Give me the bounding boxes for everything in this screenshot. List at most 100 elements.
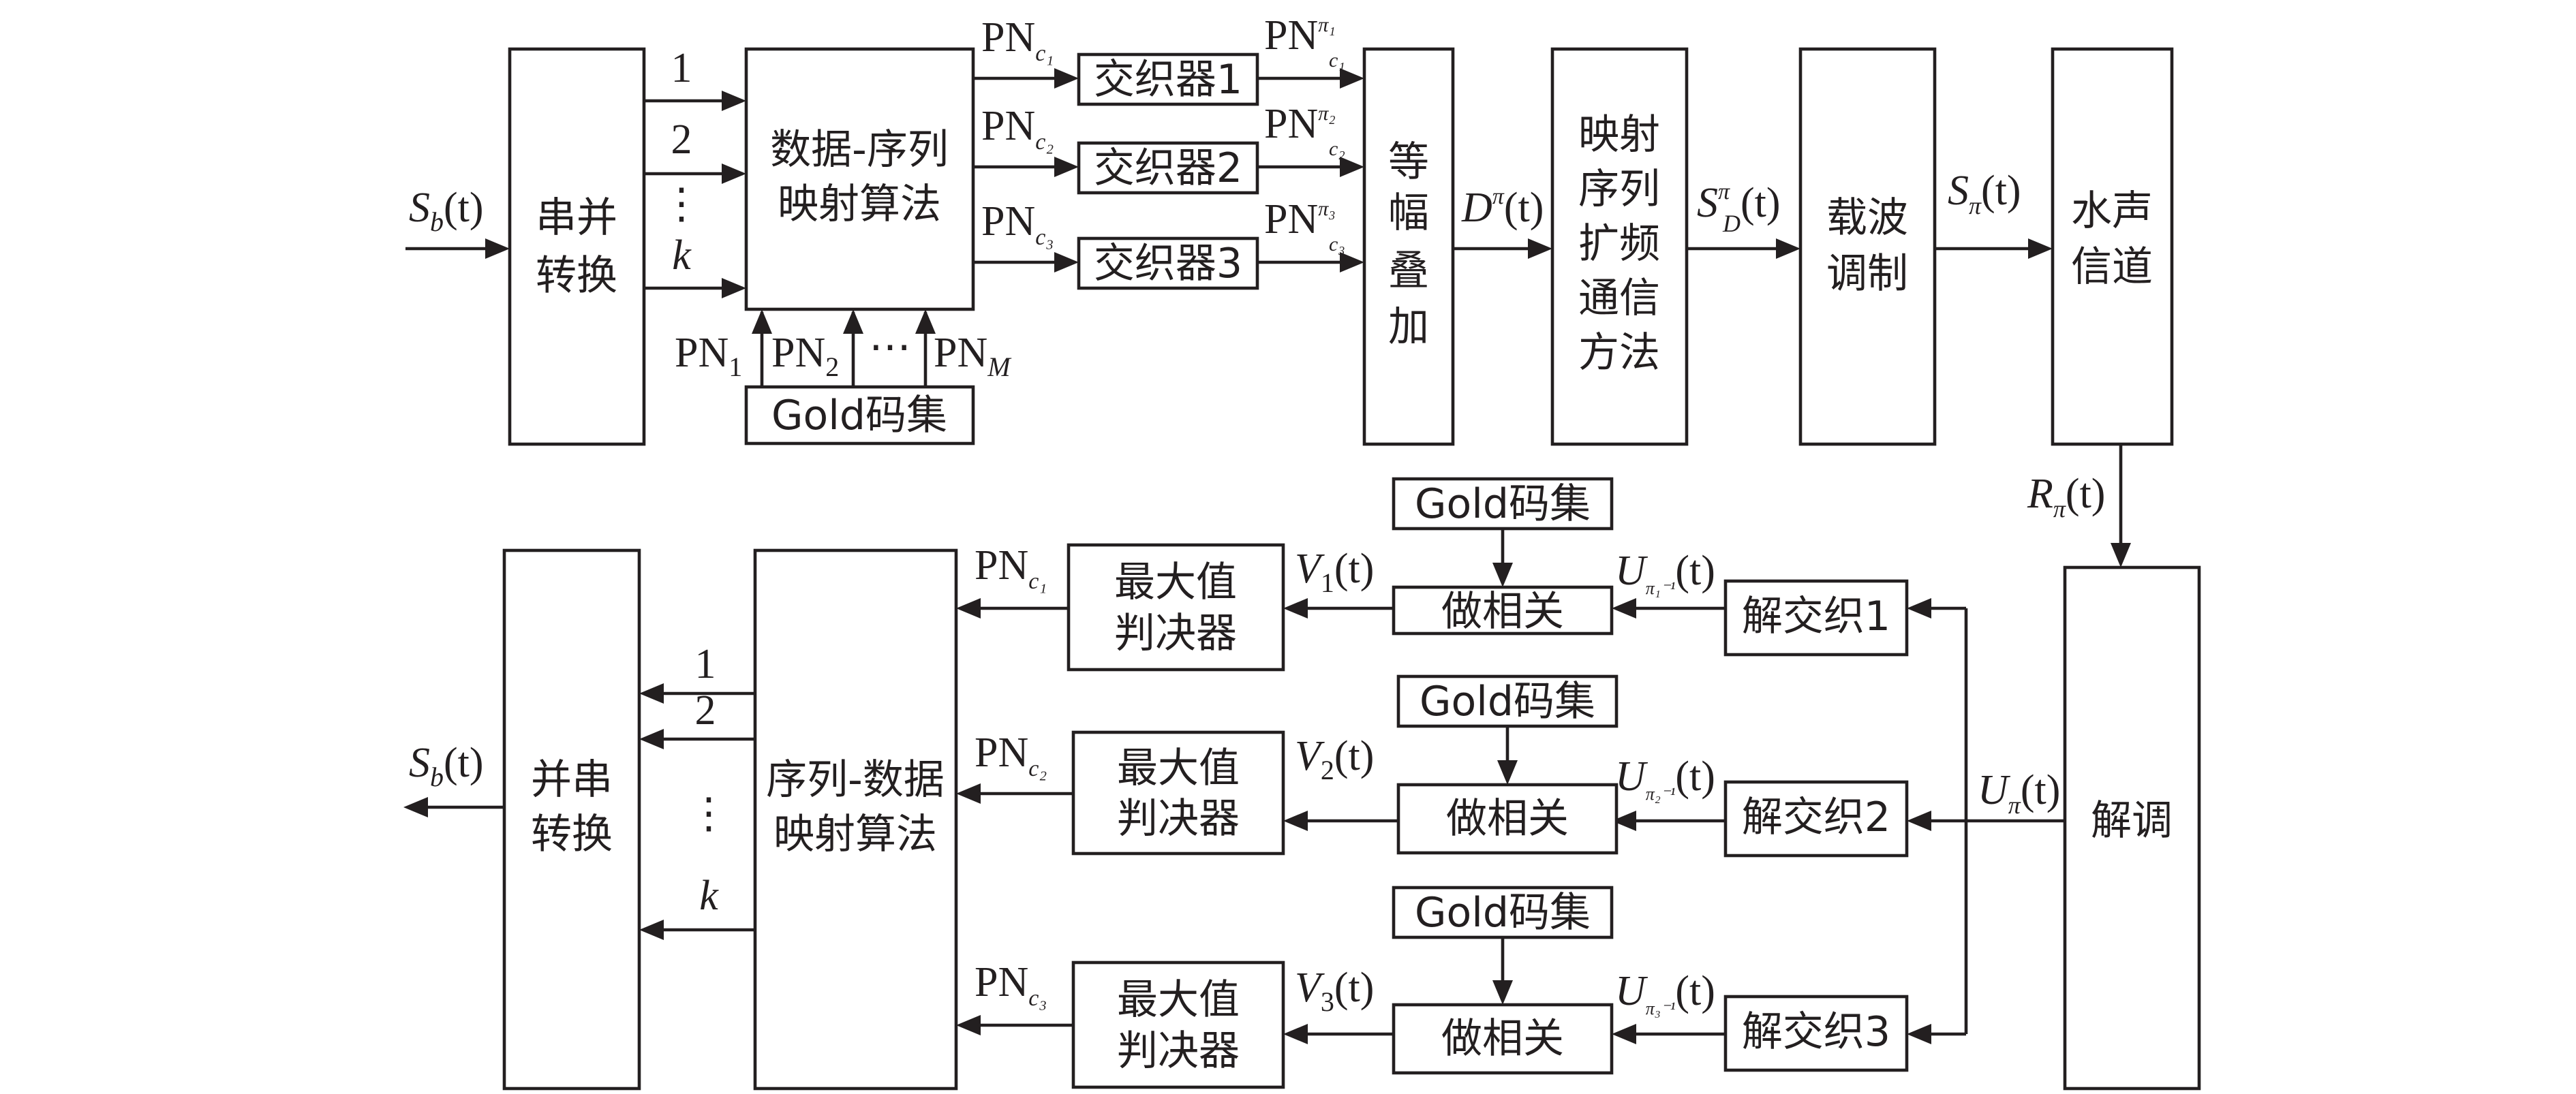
gold-set-block-rx-2: [1396, 674, 1619, 728]
demapper-label-2: 映射算法: [773, 811, 937, 858]
branch-label-2: 2: [671, 116, 692, 163]
arrowhead: [1612, 811, 1636, 831]
arrowhead: [915, 309, 936, 334]
interleaver-1-label: 交织器1: [1094, 56, 1242, 104]
output-signal-label: Sb(t): [409, 740, 484, 792]
deinterleaver-1-label: 解交织1: [1742, 593, 1890, 640]
arrowhead: [722, 278, 746, 298]
ps-label-line2: 转换: [531, 811, 613, 858]
branch-label-dots: ⋮: [660, 181, 703, 228]
arrowhead: [403, 797, 428, 817]
deinterleaver-3-label: 解交织3: [1742, 1008, 1890, 1056]
decider-3-label-2: 判决器: [1117, 1027, 1240, 1075]
spread-label-3: 扩频: [1578, 220, 1660, 268]
gold-set-label-tx: Gold码集: [771, 392, 947, 439]
arrowhead: [1283, 811, 1308, 831]
correlator-3-label: 做相关: [1441, 1015, 1564, 1063]
adder-char-3: 叠: [1388, 247, 1429, 295]
deint1-out-label: Uπ₁⁻¹(t): [1615, 548, 1715, 598]
arrowhead: [1054, 157, 1079, 177]
arrowhead: [1612, 598, 1636, 619]
arrowhead: [1054, 252, 1079, 272]
interleaver-2-label: 交织器2: [1094, 144, 1242, 192]
deinterleaver-1-block: [1723, 579, 1909, 657]
carrier-label-1: 载波: [1826, 194, 1908, 242]
corr3-out-label: V3(t): [1295, 965, 1374, 1017]
data-sequence-mapper-block: [744, 47, 975, 311]
demod-out-label: Uπ(t): [1978, 767, 2060, 819]
channel-label-1: 水声: [2071, 187, 2153, 235]
channel-out-label: Rπ(t): [2027, 471, 2105, 522]
carrier-modulation-block: [1798, 47, 1937, 446]
decider1-out-label: PNc₁: [975, 542, 1047, 594]
arrowhead: [1907, 598, 1931, 619]
arrowhead: [639, 729, 664, 749]
pn1-label: PN1: [675, 330, 742, 382]
corr1-out-label: V1(t): [1295, 546, 1374, 598]
arrowhead: [1340, 252, 1364, 272]
adder-char-2: 幅: [1388, 189, 1429, 237]
arrowhead: [2111, 543, 2131, 567]
correlator-2-block: [1396, 783, 1619, 855]
arrowhead: [1283, 598, 1308, 619]
arrowhead: [1492, 980, 1513, 1005]
deint3-out-label: Uπ₃⁻¹(t): [1615, 968, 1715, 1018]
arrowhead: [843, 309, 863, 334]
gold-set-label-rx-1: Gold码集: [1415, 480, 1591, 528]
arrowhead: [752, 309, 772, 334]
interleaver-3-block: [1077, 236, 1259, 290]
rx-branch-label-2: 2: [695, 687, 716, 734]
pnm-label: PNM: [934, 330, 1012, 382]
arrowhead: [722, 163, 746, 184]
arrowhead: [1283, 1024, 1308, 1044]
decider-3-label-1: 最大值: [1117, 976, 1240, 1024]
arrowhead: [1776, 238, 1800, 259]
ps-label-line1: 并串: [531, 756, 613, 804]
adder-char-1: 等: [1388, 138, 1429, 186]
max-decider-1-block: [1067, 543, 1285, 672]
equal-amplitude-adder-block: [1362, 47, 1455, 446]
arrowhead: [1340, 157, 1364, 177]
spread-label-4: 通信: [1578, 275, 1660, 322]
input-signal-label: Sb(t): [409, 185, 484, 237]
interleaver-3-label: 交织器3: [1094, 240, 1242, 287]
sp-label-line2: 转换: [536, 252, 617, 300]
gold-set-label-rx-3: Gold码集: [1415, 889, 1591, 937]
rx-branch-label-1: 1: [695, 641, 716, 687]
decider3-out-label: PNc₃: [975, 959, 1047, 1011]
interleaver-1-block: [1077, 52, 1259, 106]
carrier-out-label: Sπ(t): [1948, 168, 2021, 219]
arrowhead: [956, 1015, 981, 1035]
sp-label-line1: 串并: [536, 194, 617, 242]
arrowhead: [2028, 238, 2053, 259]
gold-set-block-rx-3: [1392, 886, 1614, 939]
pn-c3-label: PNc₃: [981, 198, 1054, 250]
arrowhead: [1054, 68, 1079, 89]
deinterleaver-2-label: 解交织2: [1742, 794, 1890, 841]
deinterleaver-3-block: [1723, 995, 1909, 1072]
mapping-sequence-spread-block: [1550, 47, 1689, 446]
adder-char-4: 加: [1388, 303, 1429, 351]
demod-label: 解调: [2091, 797, 2173, 845]
arrowhead: [722, 91, 746, 111]
arrowhead: [1612, 1024, 1636, 1044]
correlator-3-block: [1392, 1003, 1614, 1075]
spread-label-5: 方法: [1578, 329, 1660, 377]
arrowhead: [485, 238, 510, 259]
demapper-label-1: 序列-数据: [766, 756, 945, 804]
arrowhead: [1492, 563, 1513, 587]
decider-2-label-1: 最大值: [1117, 745, 1240, 792]
gold-set-label-rx-2: Gold码集: [1420, 678, 1595, 725]
decider-1-label-1: 最大值: [1114, 559, 1237, 606]
underwater-acoustic-channel-block: [2051, 47, 2174, 446]
deinterleaver-2-block: [1723, 780, 1909, 858]
arrowhead: [639, 683, 664, 704]
gold-set-block-rx-1: [1392, 477, 1614, 531]
gold-set-block-tx: [744, 385, 975, 446]
pn2-label: PN2: [771, 330, 839, 382]
arrowhead: [1907, 811, 1931, 831]
